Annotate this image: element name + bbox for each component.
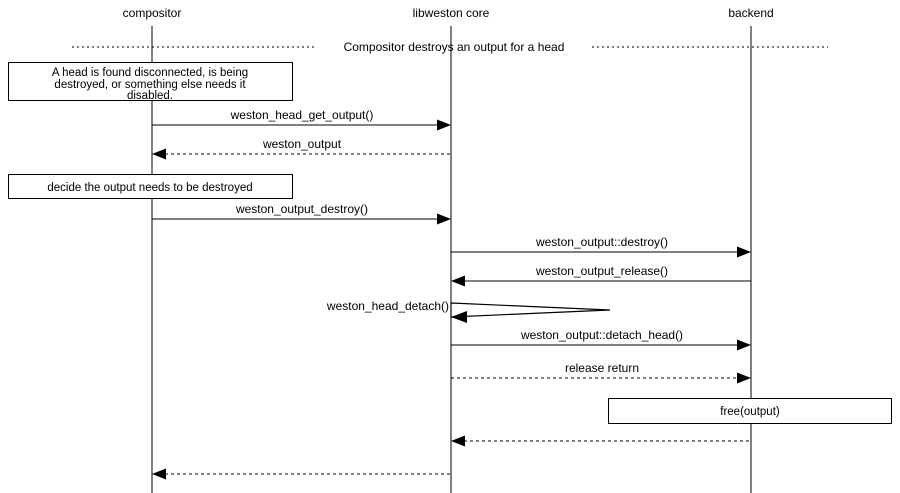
note-head-disconnected-line-2: destroyed, or something else needs it xyxy=(54,79,246,91)
message-label-weston-head-detach: weston_head_detach() xyxy=(326,299,449,313)
message-label-weston-output-return: weston_output xyxy=(262,137,342,151)
note-head-disconnected-box xyxy=(7,61,294,102)
actor-label-libweston-core: libweston core xyxy=(413,6,490,20)
note-head-disconnected-line-1: A head is found disconnected, is being xyxy=(52,67,248,79)
message-label-weston-head-get-output: weston_head_get_output() xyxy=(230,108,374,122)
arrowhead-weston-head-get-output xyxy=(437,119,451,131)
message-label-weston-output-destroy: weston_output_destroy() xyxy=(235,202,368,216)
arrowhead-weston-head-detach xyxy=(451,311,467,323)
note-free-output-box xyxy=(607,397,893,425)
message-label-weston-output-destroy-vfunc: weston_output::destroy() xyxy=(535,235,668,249)
arrowhead-weston-output-destroy-vfunc xyxy=(737,246,751,258)
arrowhead-weston-output-return xyxy=(152,148,166,160)
divider-title: Compositor destroys an output for a head xyxy=(344,40,565,54)
actor-label-backend: backend xyxy=(728,6,773,20)
message-label-weston-output-detach-head: weston_output::detach_head() xyxy=(520,328,683,342)
message-label-release-return: release return xyxy=(565,361,639,375)
arrowhead-backend-return xyxy=(451,435,465,447)
note-free-output-line-1: free(output) xyxy=(720,406,780,418)
arrowhead-core-return xyxy=(152,468,166,480)
arrowhead-release-return xyxy=(737,372,751,384)
note-decide-destroy-box xyxy=(7,173,294,200)
note-head-disconnected-line-3: disabled. xyxy=(127,90,173,102)
note-decide-destroy-line-1: decide the output needs to be destroyed xyxy=(47,182,252,194)
arrowhead-weston-output-destroy xyxy=(437,213,451,225)
message-label-weston-output-release: weston_output_release() xyxy=(535,264,668,278)
arrowhead-weston-output-release xyxy=(451,275,465,287)
selfloop-shape-weston-head-detach xyxy=(450,302,611,318)
arrowhead-weston-output-detach-head xyxy=(737,339,751,351)
actor-label-compositor: compositor xyxy=(123,6,182,20)
